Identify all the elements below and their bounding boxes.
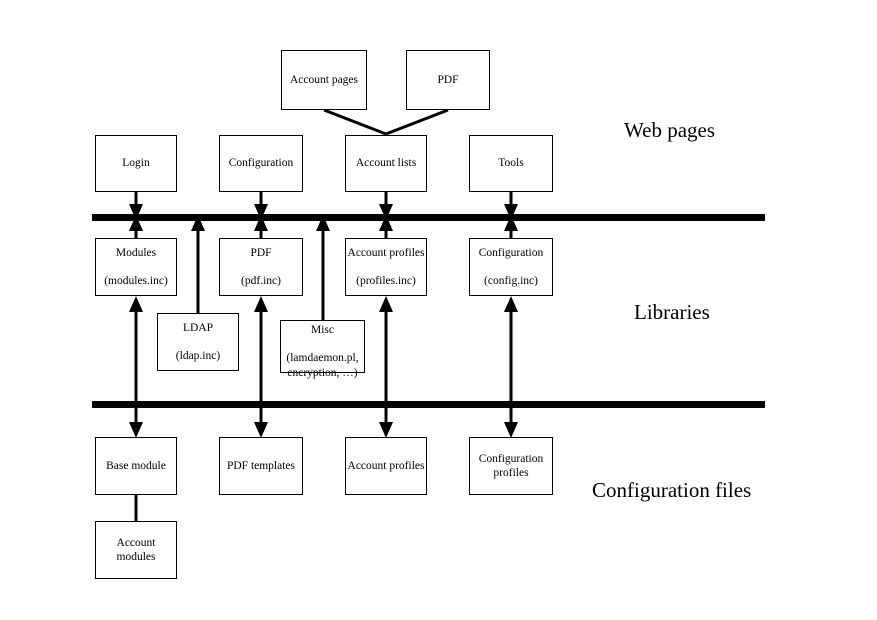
node-account-profiles-lib[interactable]: Account profiles (profiles.inc) — [345, 238, 427, 296]
node-tools-label: Tools — [498, 157, 524, 170]
connector-pdf-top-to-account-lists — [385, 108, 449, 136]
connector-lower-bar-to-pdf-templates — [254, 405, 268, 438]
node-account-profiles-lib-label: Account profiles — [347, 247, 425, 260]
node-account-modules[interactable]: Account modules — [95, 521, 177, 579]
connector-account-pages-to-account-lists — [323, 108, 387, 136]
node-account-pages-label: Account pages — [289, 73, 359, 86]
connector-modules-lib-to-bar — [129, 215, 143, 238]
node-configuration-lib-label: Configuration — [478, 247, 544, 260]
node-account-lists[interactable]: Account lists — [345, 135, 427, 192]
node-pdf-templates-label: PDF templates — [226, 459, 296, 472]
connector-tools-to-bar — [504, 192, 518, 220]
node-modules-lib-label: Modules — [115, 247, 157, 260]
node-misc-lib-file: (lamdaemon.pl, encryption, …) — [286, 352, 359, 379]
node-modules-lib-file: (modules.inc) — [104, 274, 168, 287]
node-base-module[interactable]: Base module — [95, 437, 177, 495]
connector-configuration-lib-to-bar — [504, 215, 518, 238]
connector-pdf-lib-to-bar — [254, 215, 268, 238]
bar-web-libraries — [92, 214, 765, 221]
node-account-profiles-cfg-label: Account profiles — [347, 459, 425, 472]
node-pdf-templates[interactable]: PDF templates — [219, 437, 303, 495]
node-account-profiles-cfg[interactable]: Account profiles — [345, 437, 427, 495]
node-base-module-label: Base module — [106, 459, 166, 472]
connector-configuration-lib-to-lower-bar — [504, 296, 518, 404]
section-label-configuration-files: Configuration files — [592, 478, 752, 502]
connector-ldap-lib-to-bar — [191, 215, 205, 313]
node-misc-lib-label: Misc — [311, 324, 334, 336]
node-login[interactable]: Login — [95, 135, 177, 192]
node-ldap-lib-label: LDAP — [182, 322, 214, 335]
connector-lower-bar-to-configuration-profiles — [504, 405, 518, 438]
node-configuration-lib[interactable]: Configuration (config.inc) — [469, 238, 553, 296]
node-tools[interactable]: Tools — [469, 135, 553, 192]
connector-lower-bar-to-base-module — [129, 405, 143, 438]
node-account-pages[interactable]: Account pages — [281, 50, 367, 110]
node-pdf-lib-label: PDF — [250, 247, 272, 260]
node-pdf-lib[interactable]: PDF (pdf.inc) — [219, 238, 303, 296]
connector-configuration-page-to-bar — [254, 192, 268, 220]
connector-lower-bar-to-account-profiles — [379, 405, 393, 438]
node-configuration-profiles-label2: profiles — [493, 467, 529, 479]
connector-misc-lib-to-bar — [316, 215, 330, 320]
node-configuration-page-label: Configuration — [228, 157, 294, 170]
connector-account-profiles-lib-to-bar — [379, 215, 393, 238]
node-pdf-top-label: PDF — [437, 73, 459, 86]
node-misc-lib[interactable]: Misc (lamdaemon.pl, encryption, …) — [280, 320, 365, 379]
section-label-libraries: Libraries — [634, 300, 710, 324]
connector-login-to-bar — [129, 192, 143, 220]
node-configuration-profiles-label: Configuration — [478, 452, 544, 465]
node-modules-lib[interactable]: Modules (modules.inc) — [95, 238, 177, 296]
node-pdf-top[interactable]: PDF — [406, 50, 490, 110]
node-login-label: Login — [122, 157, 150, 170]
node-account-lists-label: Account lists — [355, 157, 417, 170]
bar-libraries-configs — [92, 401, 765, 408]
node-configuration-page[interactable]: Configuration — [219, 135, 303, 192]
node-configuration-profiles[interactable]: Configuration profiles — [469, 437, 553, 495]
connector-pdf-lib-to-lower-bar — [254, 296, 268, 404]
connector-account-profiles-lib-to-lower-bar — [379, 296, 393, 404]
connector-account-lists-to-bar — [379, 192, 393, 220]
node-configuration-lib-file: (config.inc) — [484, 274, 538, 287]
node-pdf-lib-file: (pdf.inc) — [241, 274, 281, 287]
section-label-web-pages: Web pages — [624, 118, 716, 142]
node-ldap-lib-file: (ldap.inc) — [175, 349, 221, 362]
node-account-modules-label: Account modules — [116, 536, 156, 563]
node-ldap-lib[interactable]: LDAP (ldap.inc) — [157, 313, 239, 371]
connector-modules-lib-to-lower-bar — [129, 296, 143, 404]
node-account-profiles-lib-file: (profiles.inc) — [356, 274, 416, 287]
